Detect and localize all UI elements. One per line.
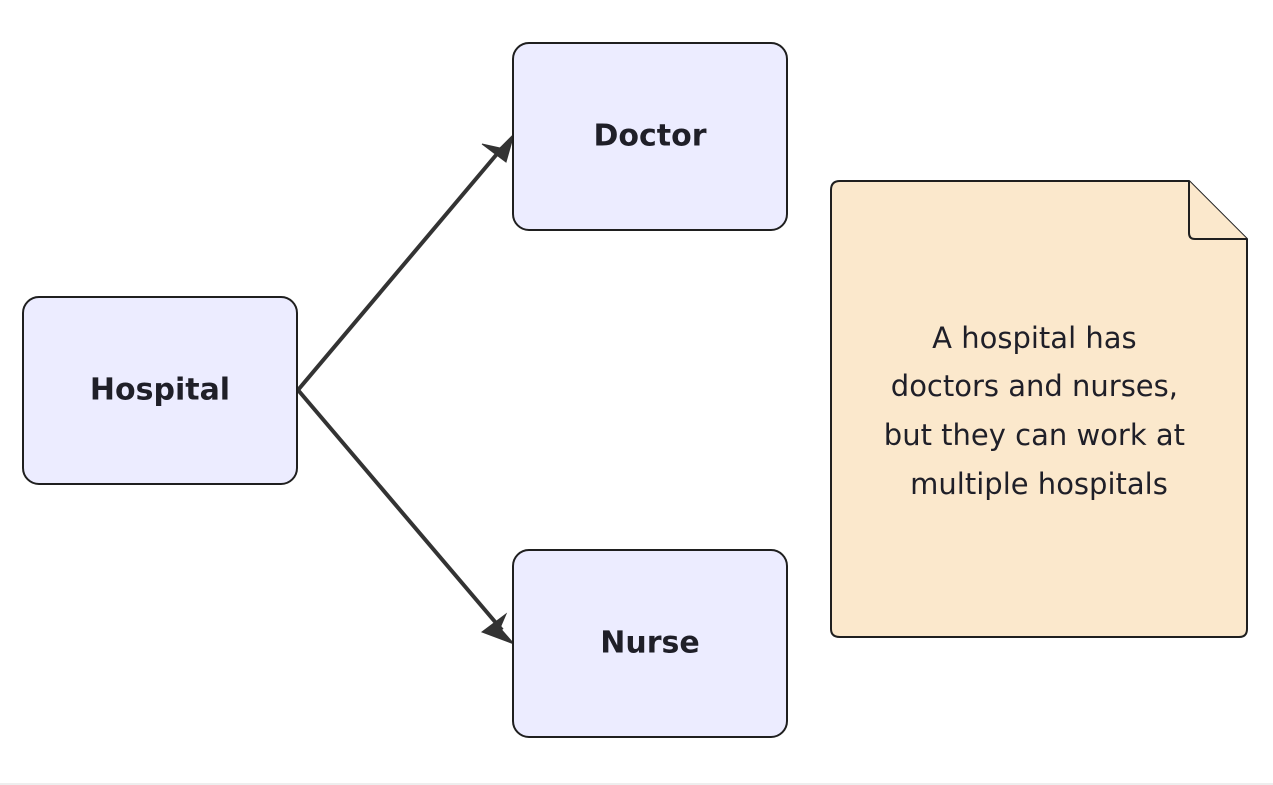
node-hospital-label: Hospital [90, 373, 230, 408]
note-line-4: multiple hospitals [910, 467, 1168, 501]
edge-hospital-nurse [296, 388, 504, 632]
node-hospital[interactable]: Hospital [22, 296, 298, 485]
edge-hospital-doctor [296, 146, 504, 392]
node-doctor-box [512, 42, 788, 231]
node-nurse-box [512, 549, 788, 738]
bottom-divider [0, 783, 1273, 785]
arrowhead-nurse [480, 612, 515, 645]
node-nurse-label: Nurse [600, 626, 699, 661]
note-text: A hospital has doctors and nurses, but t… [884, 321, 1194, 501]
node-doctor-label: Doctor [593, 119, 706, 154]
note-line-3: but they can work at [884, 418, 1185, 452]
note-line-2: doctors and nurses, [891, 369, 1178, 403]
note-body [830, 180, 1248, 638]
edges [296, 132, 516, 645]
node-hospital-box [22, 296, 298, 485]
note-fold [1188, 181, 1247, 240]
arrowhead-doctor [481, 132, 516, 163]
node-nurse[interactable]: Nurse [512, 549, 788, 738]
note[interactable]: A hospital has doctors and nurses, but t… [830, 180, 1248, 638]
note-line-1: A hospital has [932, 321, 1136, 355]
node-doctor[interactable]: Doctor [512, 42, 788, 231]
